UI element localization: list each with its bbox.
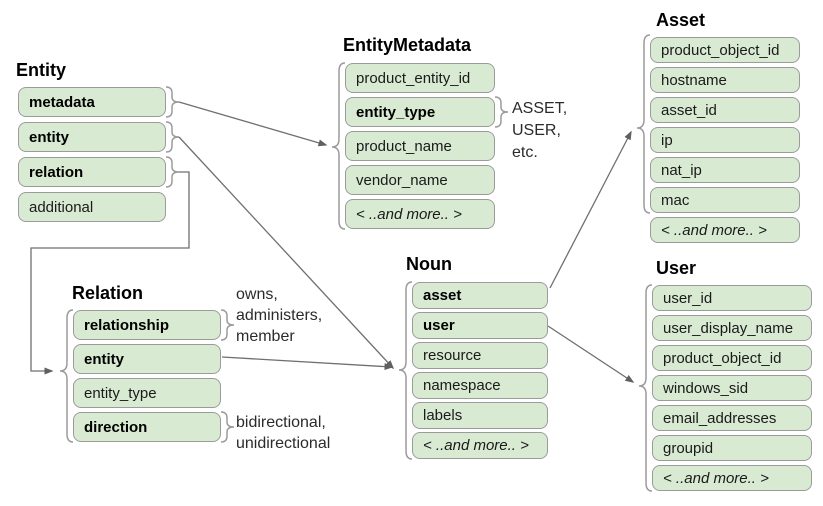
asset-row-hostname: hostname [650, 67, 800, 93]
relation-title: Relation [72, 283, 144, 303]
entitymetadata-row-entity-type: entity_type [345, 97, 495, 127]
noun-row-asset: asset [412, 282, 548, 309]
entitymetadata-row-product-entity-id: product_entity_id [345, 63, 495, 93]
brace-entitymetadata-entity-type-row [494, 96, 509, 128]
user-row-and-more: < ..and more.. > [652, 465, 812, 491]
noun-row-namespace: namespace [412, 372, 548, 399]
arrow-relation-entity-to-noun [221, 356, 394, 371]
asset-row-ip: ip [650, 127, 800, 153]
asset-row-mac: mac [650, 187, 800, 213]
brace-relation-left [59, 309, 74, 443]
entity-metadata-box: product_entity_id entity_type product_na… [345, 63, 495, 229]
noun-row-resource: resource [412, 342, 548, 369]
asset-row-nat-ip: nat_ip [650, 157, 800, 183]
user-row-email-addresses: email_addresses [652, 405, 812, 431]
asset-title: Asset [656, 10, 706, 30]
brace-noun-left [398, 281, 413, 460]
entity-row-additional: additional [18, 192, 166, 222]
brace-relation-relationship-row [220, 309, 235, 341]
entity-metadata-title: EntityMetadata [343, 35, 472, 55]
brace-entitymetadata-left [331, 62, 346, 230]
user-row-user-id: user_id [652, 285, 812, 311]
asset-row-asset-id: asset_id [650, 97, 800, 123]
user-row-groupid: groupid [652, 435, 812, 461]
arrow-entity-relation-to-relation [30, 171, 190, 375]
entity-row-entity: entity [18, 122, 166, 152]
entity-row-relation: relation [18, 157, 166, 187]
relation-box: relationship entity entity_type directio… [73, 310, 221, 442]
arrow-entity-entity-to-noun [178, 136, 395, 370]
noun-box: asset user resource namespace labels < .… [412, 282, 548, 459]
noun-row-labels: labels [412, 402, 548, 429]
relation-row-direction: direction [73, 412, 221, 442]
brace-entity-relation-row [165, 156, 180, 188]
relation-row-relationship: relationship [73, 310, 221, 340]
arrow-entity-metadata-to-entitymetadata [178, 101, 328, 147]
brace-entity-metadata-row [165, 86, 180, 118]
relationship-values-annotation: owns, administers, member [236, 286, 323, 345]
user-row-windows-sid: windows_sid [652, 375, 812, 401]
brace-entity-entity-row [165, 121, 180, 153]
entity-box: metadata entity relation additional [18, 87, 166, 222]
asset-row-product-object-id: product_object_id [650, 37, 800, 63]
arrow-noun-user-to-user [547, 325, 635, 383]
noun-title: Noun [406, 254, 452, 274]
brace-relation-direction-row [220, 411, 235, 443]
entity-type-values-annotation: ASSET, USER, etc. [512, 100, 568, 161]
direction-values-annotation: bidirectional, unidirectional [236, 414, 331, 452]
user-box: user_id user_display_name product_object… [652, 285, 812, 491]
entity-title: Entity [16, 60, 67, 80]
arrow-noun-asset-to-asset [549, 130, 632, 289]
noun-row-user: user [412, 312, 548, 339]
entity-row-metadata: metadata [18, 87, 166, 117]
brace-user-left [638, 284, 653, 492]
asset-box: product_object_id hostname asset_id ip n… [650, 37, 800, 243]
user-row-user-display-name: user_display_name [652, 315, 812, 341]
entitymetadata-row-product-name: product_name [345, 131, 495, 161]
user-row-product-object-id: product_object_id [652, 345, 812, 371]
relation-row-entity-type: entity_type [73, 378, 221, 408]
relation-row-entity: entity [73, 344, 221, 374]
asset-row-and-more: < ..and more.. > [650, 217, 800, 243]
noun-row-and-more: < ..and more.. > [412, 432, 548, 459]
entitymetadata-row-and-more: < ..and more.. > [345, 199, 495, 229]
user-title: User [656, 258, 697, 278]
brace-asset-left [636, 34, 651, 214]
entitymetadata-row-vendor-name: vendor_name [345, 165, 495, 195]
